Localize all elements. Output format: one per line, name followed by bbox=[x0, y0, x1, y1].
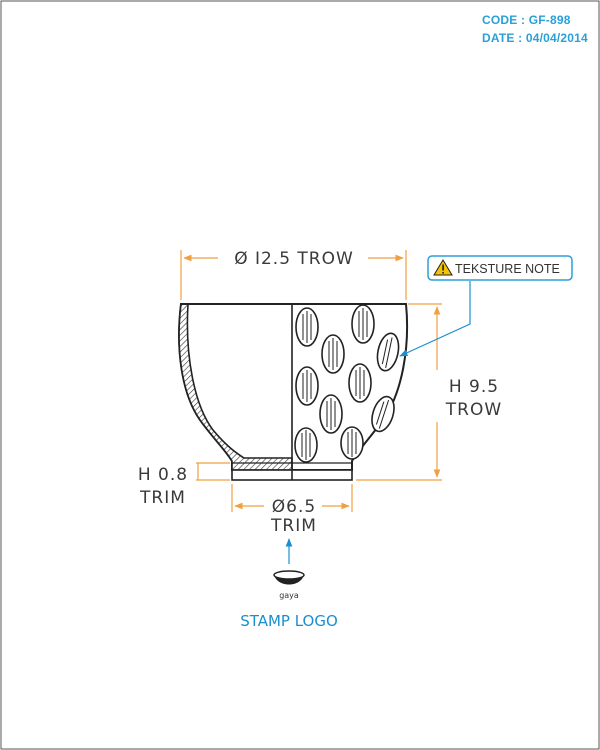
bowl-drawing bbox=[178, 303, 409, 481]
stamp-logo-label: STAMP LOGO bbox=[240, 612, 338, 630]
texture-seed bbox=[321, 334, 345, 374]
texture-seed bbox=[371, 395, 395, 433]
texture-note-label: TEKSTURE NOTE bbox=[455, 262, 560, 276]
stamp-logo-icon bbox=[273, 570, 305, 585]
dim-height-line1: H 9.5 bbox=[449, 377, 499, 397]
stamp-logo-text: gaya bbox=[279, 591, 299, 600]
dim-trim-height-line2: TRIM bbox=[139, 488, 186, 508]
texture-seed bbox=[319, 394, 343, 434]
dimension-lines bbox=[180, 250, 442, 512]
texture-note-callout: TEKSTURE NOTE bbox=[399, 255, 573, 357]
texture-seed bbox=[295, 366, 319, 406]
warning-triangle-icon bbox=[433, 259, 453, 276]
texture-seed bbox=[351, 304, 375, 344]
dim-trim-height-line1: H 0.8 bbox=[138, 465, 188, 485]
dim-base-diameter-line2: TRIM bbox=[270, 516, 317, 536]
texture-seed bbox=[295, 307, 319, 347]
texture-seed bbox=[348, 363, 372, 403]
texture-seed bbox=[340, 426, 364, 460]
texture-pattern bbox=[294, 304, 400, 463]
dim-base-diameter-line1: Ø6.5 bbox=[272, 497, 316, 517]
texture-note-box bbox=[427, 255, 573, 281]
code-label: CODE : GF-898 bbox=[482, 13, 571, 27]
texture-seed bbox=[294, 427, 318, 463]
texture-note-leader bbox=[399, 281, 471, 357]
date-label: DATE : 04/04/2014 bbox=[482, 31, 588, 45]
dim-diameter-top: Ø I2.5 TROW bbox=[234, 249, 354, 269]
stamp-logo-group: gaya STAMP LOGO bbox=[240, 538, 338, 630]
texture-seed bbox=[376, 332, 400, 372]
dim-height-line2: TROW bbox=[445, 400, 502, 420]
